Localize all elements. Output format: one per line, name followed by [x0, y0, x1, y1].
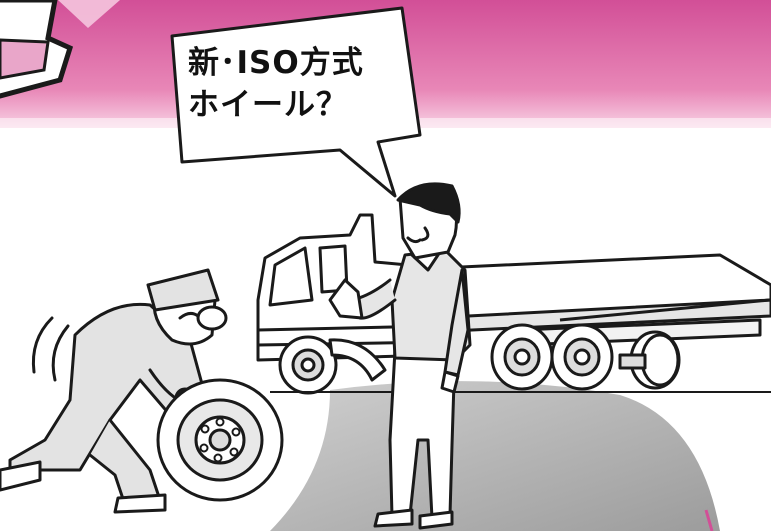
title-fragment-graphic	[0, 0, 120, 99]
ground-shadow	[270, 381, 720, 531]
speech-line-1: 新･ISO方式	[188, 45, 364, 81]
man-figure-icon	[328, 182, 472, 530]
corner-mark	[704, 509, 714, 531]
speech-bubble-text: 新･ISO方式 ホイール？	[188, 42, 398, 126]
speech-line-2: ホイール？	[188, 87, 348, 123]
speech-bubble-icon	[170, 6, 422, 198]
tire-wheel-icon	[156, 378, 284, 502]
mechanic-figure-icon	[0, 268, 228, 514]
